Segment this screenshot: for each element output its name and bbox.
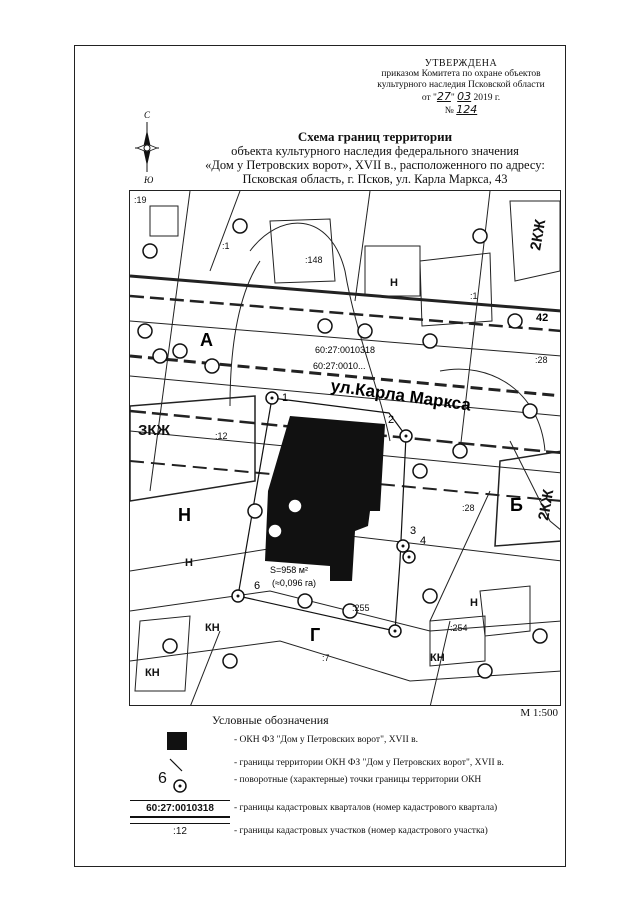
svg-text::148: :148 bbox=[305, 255, 323, 265]
legend-item-parcels: :12 - границы кадастровых участков (номе… bbox=[130, 823, 550, 843]
svg-text::1: :1 bbox=[470, 291, 478, 301]
svg-text::7: :7 bbox=[322, 653, 330, 663]
svg-text:Н: Н bbox=[185, 557, 193, 569]
approval-date: от "27" 03 2019 г. bbox=[421, 90, 501, 103]
approval-stamp: УТВЕРЖДЕНА приказом Комитета по охране о… bbox=[366, 58, 556, 117]
approval-line1: приказом Комитета по охране объектов bbox=[381, 69, 541, 79]
legend-item-monument: - ОКН ФЗ "Дом у Петровских ворот", XVII … bbox=[130, 732, 550, 752]
site-plan-map: :19 :1 :148 :1 :28 :12 :28 :255 :254 :7 … bbox=[129, 190, 561, 706]
svg-text::12: :12 bbox=[215, 431, 228, 441]
svg-text:60:27:0010...: 60:27:0010... bbox=[313, 361, 366, 371]
svg-text:КН: КН bbox=[430, 652, 445, 664]
turning-point-icon: 6 bbox=[130, 770, 235, 793]
document-title: Схема границ территории объекта культурн… bbox=[175, 129, 575, 187]
building-label: ЗКЖ bbox=[138, 422, 171, 439]
svg-text:Б: Б bbox=[510, 495, 523, 515]
approval-number-value: 124 bbox=[456, 103, 478, 116]
svg-text:(≈0,096 га): (≈0,096 га) bbox=[272, 578, 316, 588]
svg-text:А: А bbox=[200, 330, 213, 350]
svg-text::1: :1 bbox=[222, 241, 230, 251]
svg-text::28: :28 bbox=[462, 503, 475, 513]
map-scale: М 1:500 bbox=[520, 707, 558, 719]
svg-text:Н: Н bbox=[390, 277, 398, 289]
title-line3: «Дом у Петровских ворот», XVII в., распо… bbox=[205, 158, 545, 172]
svg-text:Г: Г bbox=[310, 625, 320, 645]
document-frame bbox=[74, 45, 566, 867]
title-line2: объекта культурного наследия федеральног… bbox=[231, 144, 519, 158]
legend-item-quarters: 60:27:0010318 - границы кадастровых квар… bbox=[130, 800, 550, 820]
parcel-boundary-icon: :12 bbox=[130, 823, 235, 843]
legend-item-boundary: - границы территории ОКН ФЗ "Дом у Петро… bbox=[130, 755, 550, 775]
area-label: S=958 м² bbox=[270, 565, 308, 575]
compass-north-label: С bbox=[144, 110, 151, 120]
title-bold: Схема границ территории bbox=[297, 129, 453, 144]
svg-text:КН: КН bbox=[205, 622, 220, 634]
svg-text::255: :255 bbox=[352, 603, 370, 613]
legend-title: Условные обозначения bbox=[212, 713, 329, 727]
monument-symbol-icon bbox=[130, 732, 235, 752]
approval-day: 27 bbox=[436, 90, 451, 103]
legend-item-points: 6 - поворотные (характерные) точки грани… bbox=[130, 770, 550, 793]
quarter-boundary-icon: 60:27:0010318 bbox=[130, 800, 235, 820]
approval-heading: УТВЕРЖДЕНА bbox=[424, 58, 498, 69]
cadastral-quarter-label: 60:27:0010318 bbox=[315, 345, 375, 355]
parcel-label: :19 bbox=[134, 195, 147, 205]
svg-text:42: 42 bbox=[536, 312, 548, 324]
svg-text:Н: Н bbox=[178, 505, 191, 525]
svg-text:2: 2 bbox=[388, 414, 394, 426]
svg-text:2КЖ: 2КЖ bbox=[535, 488, 557, 522]
svg-text:КН: КН bbox=[145, 667, 160, 679]
svg-text:6: 6 bbox=[254, 580, 260, 592]
compass-south-label: Ю bbox=[143, 175, 154, 185]
boundary-line-icon bbox=[130, 755, 235, 775]
approval-line2: культурного наследия Псковской области bbox=[377, 80, 545, 90]
compass-rose-icon: С Ю bbox=[132, 108, 162, 186]
svg-text::254: :254 bbox=[450, 623, 468, 633]
svg-text::28: :28 bbox=[535, 355, 548, 365]
point-label: 1 bbox=[282, 392, 288, 404]
title-line4: Псковская область, г. Псков, ул. Карла М… bbox=[242, 172, 508, 186]
svg-text:4: 4 bbox=[420, 535, 426, 547]
approval-number: № 124 bbox=[444, 103, 478, 116]
svg-text:Н: Н bbox=[470, 597, 478, 609]
approval-month: 03 bbox=[457, 90, 472, 103]
svg-text:3: 3 bbox=[410, 525, 416, 537]
svg-text:2КЖ: 2КЖ bbox=[527, 218, 549, 252]
